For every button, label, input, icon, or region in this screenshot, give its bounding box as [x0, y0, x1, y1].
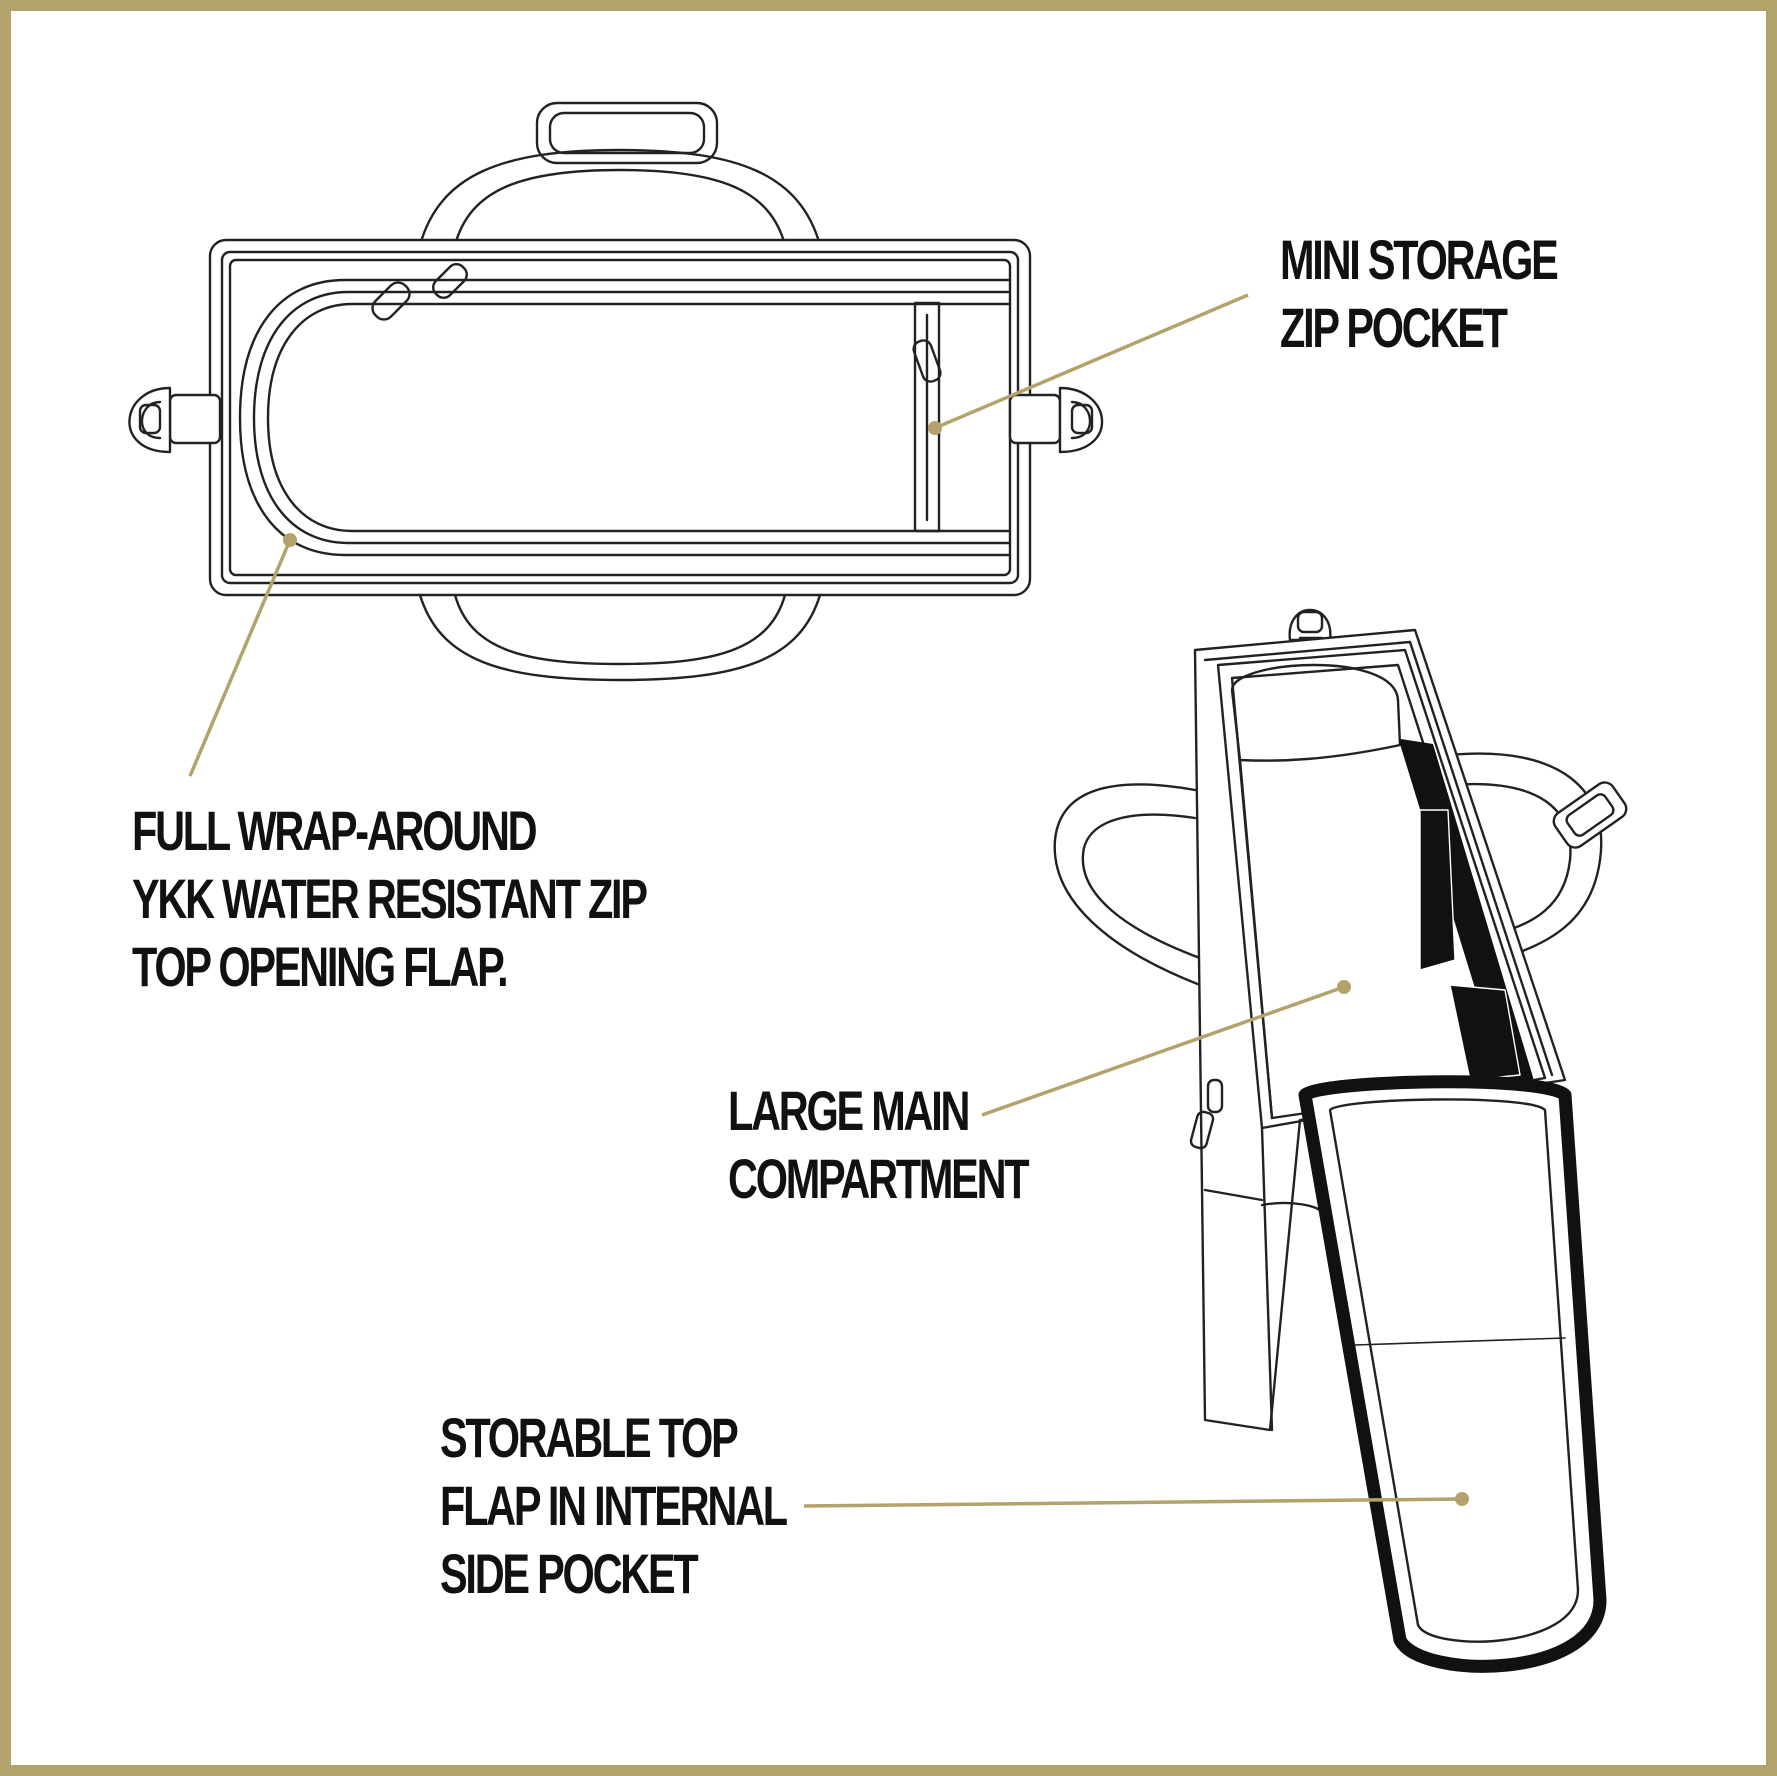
zipper-pull-mini — [912, 339, 942, 383]
side-ring-left — [128, 386, 222, 454]
mini-pocket — [913, 301, 941, 533]
dot-main-compartment — [1337, 980, 1351, 994]
leader-mini-storage — [934, 293, 1249, 430]
side-zipper-pull — [1189, 1078, 1224, 1150]
leader-wrap-around — [188, 539, 292, 777]
callout-line: STORABLE TOP — [440, 1406, 739, 1469]
interior-opening — [1216, 648, 1547, 1130]
callout-line: ZIP POCKET — [1280, 296, 1508, 359]
dot-wrap-around — [283, 533, 297, 547]
handle-loop-left — [1053, 783, 1202, 987]
leader-lines — [188, 293, 1469, 1508]
side-ring-right — [1008, 386, 1104, 454]
grab-handle — [535, 101, 719, 165]
callout-line: TOP OPENING FLAP. — [132, 935, 509, 998]
top-clip — [1288, 608, 1332, 660]
callout-main-compartment: LARGE MAIN COMPARTMENT — [728, 1077, 1030, 1213]
zipper-pull-top-left — [371, 263, 468, 321]
callout-line: FULL WRAP-AROUND — [132, 799, 538, 862]
callout-storable-flap: STORABLE TOP FLAP IN INTERNAL SIDE POCKE… — [440, 1404, 788, 1608]
d-ring-right — [1552, 781, 1628, 849]
bag-open-view — [1053, 608, 1628, 1673]
callout-line: MINI STORAGE — [1280, 228, 1559, 291]
handle-strap-top — [418, 148, 822, 247]
folded-flap — [1298, 1075, 1607, 1673]
leader-main-compartment — [981, 985, 1345, 1117]
callout-line: SIDE POCKET — [440, 1542, 699, 1605]
callout-line: FLAP IN INTERNAL — [440, 1474, 788, 1537]
leader-storable-flap — [803, 1497, 1463, 1508]
dot-mini-storage — [928, 421, 942, 435]
handle-strap-bottom — [418, 593, 822, 682]
zip-flap — [238, 278, 1012, 557]
callout-line: LARGE MAIN — [728, 1079, 970, 1142]
callout-wrap-around: FULL WRAP-AROUND YKK WATER RESISTANT ZIP… — [132, 797, 648, 1001]
bag-top-view — [128, 101, 1104, 682]
callout-mini-storage: MINI STORAGE ZIP POCKET — [1280, 226, 1559, 362]
dot-storable-flap — [1455, 1492, 1469, 1506]
callout-line: YKK WATER RESISTANT ZIP — [132, 867, 648, 930]
callout-line: COMPARTMENT — [728, 1147, 1030, 1210]
